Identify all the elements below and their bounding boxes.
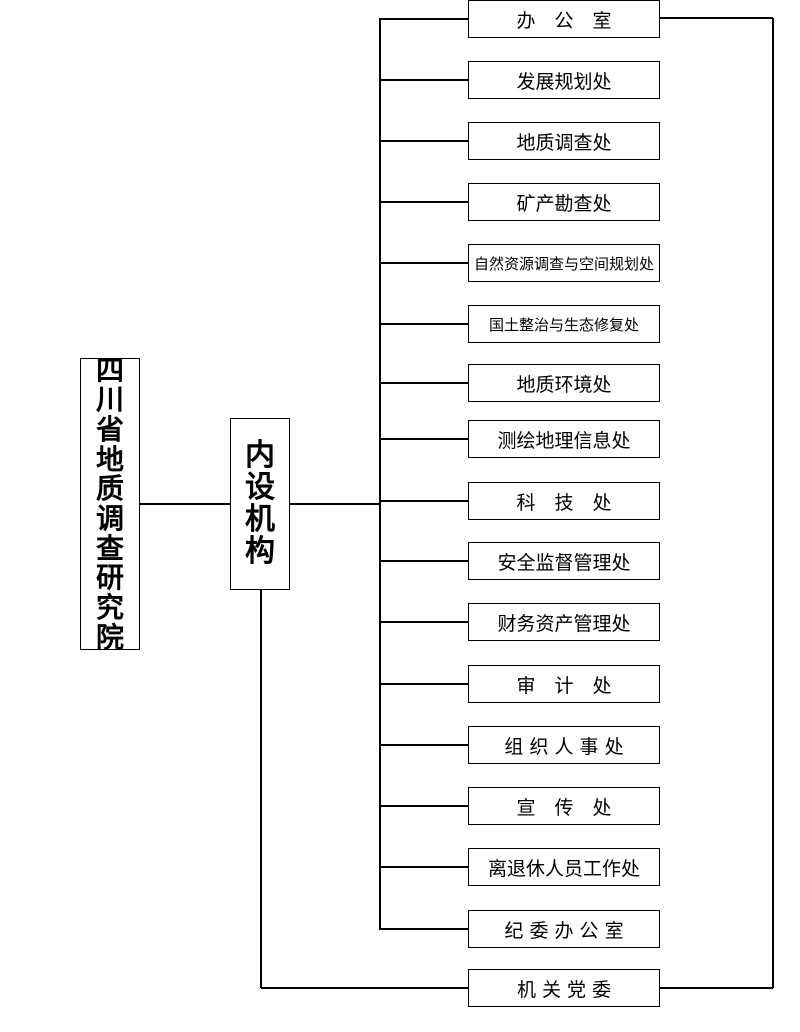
root-char: 调 (95, 502, 124, 535)
root-char: 研 (95, 561, 124, 595)
root-char: 川 (95, 383, 124, 417)
root-char: 究 (95, 591, 124, 625)
dept-geological-survey: 地质调查处 (468, 122, 660, 160)
dept-publicity: 宣 传 处 (468, 787, 660, 825)
dept-geo-environment: 地质环境处 (468, 364, 660, 402)
root-char: 查 (95, 531, 124, 565)
dept-land-remediation: 国土整治与生态修复处 (468, 305, 660, 343)
root-char: 质 (95, 472, 124, 506)
dept-mineral-exploration: 矿产勘查处 (468, 183, 660, 221)
institute-root-box: 四 川 省 地 质 调 查 研 究 院 (80, 353, 140, 654)
dept-science-technology: 科 技 处 (468, 482, 660, 520)
dept-surveying-mapping: 测绘地理信息处 (468, 420, 660, 458)
dept-natural-resources: 自然资源调查与空间规划处 (468, 244, 660, 282)
mid-char: 设 (245, 470, 275, 506)
dept-human-resources: 组 织 人 事 处 (468, 726, 660, 764)
mid-char: 构 (245, 533, 275, 569)
root-char: 省 (95, 412, 124, 446)
root-char: 院 (95, 620, 124, 654)
dept-finance-assets: 财务资产管理处 (468, 603, 660, 641)
dept-audit: 审 计 处 (468, 665, 660, 703)
root-char: 地 (95, 442, 124, 476)
mid-char: 内 (245, 438, 275, 474)
mid-char: 机 (245, 502, 275, 537)
dept-office: 办 公 室 (468, 0, 660, 38)
dept-retirees: 离退休人员工作处 (468, 848, 660, 886)
dept-party-committee: 机 关 党 委 (468, 969, 660, 1007)
dept-safety-supervision: 安全监督管理处 (468, 542, 660, 580)
internal-structure-box: 内 设 机 构 (230, 418, 290, 590)
dept-discipline-office: 纪 委 办 公 室 (468, 910, 660, 948)
dept-development-planning: 发展规划处 (468, 61, 660, 99)
root-char: 四 (95, 353, 124, 387)
